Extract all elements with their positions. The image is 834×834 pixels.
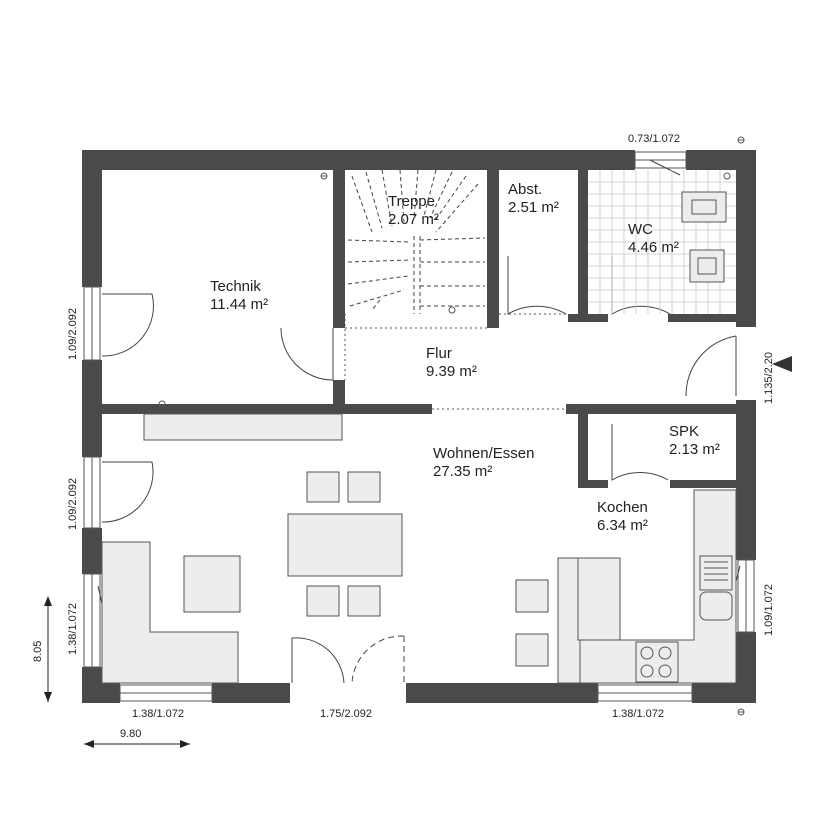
room-area-kochen: 6.34 m² xyxy=(597,517,648,534)
room-area-technik: 11.44 m² xyxy=(210,296,268,313)
dim-right-lower: 1.09/1.072 xyxy=(763,584,775,636)
outlet-symbols xyxy=(158,136,745,716)
room-name-wohnen: Wohnen/Essen xyxy=(433,445,534,462)
dim-overall-height: 8.05 xyxy=(32,641,44,662)
room-area-treppe: 2.07 m² xyxy=(388,211,439,228)
dim-top-window: 0.73/1.072 xyxy=(628,133,680,145)
wc-tiles xyxy=(588,170,736,314)
dim-left-lower: 1.38/1.072 xyxy=(67,603,79,655)
room-name-spk: SPK xyxy=(669,423,699,440)
dimension-labels: 0.73/1.072 1.09/2.092 1.09/2.092 1.38/1.… xyxy=(32,133,775,740)
room-name-flur: Flur xyxy=(426,345,452,362)
room-name-wc: WC xyxy=(628,221,653,238)
staircase xyxy=(347,169,486,314)
room-area-flur: 9.39 m² xyxy=(426,363,477,380)
room-name-abst: Abst. xyxy=(508,181,542,198)
dimension-arrows xyxy=(44,596,190,748)
dim-left-upper: 1.09/2.092 xyxy=(67,308,79,360)
room-area-wc: 4.46 m² xyxy=(628,239,679,256)
thin-lines xyxy=(344,313,568,410)
furniture xyxy=(101,413,737,684)
dim-right-upper: 1.135/2.20 xyxy=(763,352,775,404)
room-area-abst: 2.51 m² xyxy=(508,199,559,216)
interior-walls xyxy=(102,158,740,488)
dim-bottom-right: 1.38/1.072 xyxy=(612,708,664,720)
dim-overall-width: 9.80 xyxy=(120,728,141,740)
room-labels: Technik 11.44 m² Treppe 2.07 m² Abst. 2.… xyxy=(210,181,720,534)
exterior-walls xyxy=(82,150,756,703)
room-area-wohnen: 27.35 m² xyxy=(433,463,492,480)
entrance-arrow-icon xyxy=(772,356,792,372)
room-name-technik: Technik xyxy=(210,278,261,295)
room-name-kochen: Kochen xyxy=(597,499,648,516)
room-name-treppe: Treppe xyxy=(388,193,435,210)
dim-bottom-center: 1.75/2.092 xyxy=(320,708,372,720)
dim-bottom-left: 1.38/1.072 xyxy=(132,708,184,720)
windows xyxy=(83,151,755,702)
room-area-spk: 2.13 m² xyxy=(669,441,720,458)
dim-left-middle: 1.09/2.092 xyxy=(67,478,79,530)
